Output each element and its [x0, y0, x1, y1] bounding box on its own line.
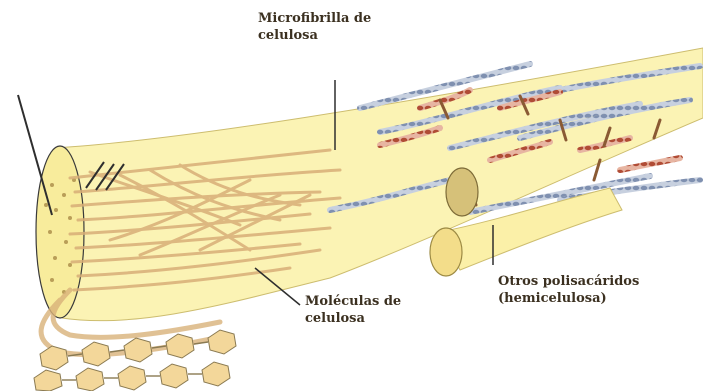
hemicellulose-disc: [446, 168, 478, 216]
label-moleculas-line2: celulosa: [305, 310, 401, 327]
microfibril-cross-section: [36, 146, 84, 318]
hexagon-chain-2: [34, 362, 230, 391]
label-otros-line1: Otros polisacáridos: [498, 273, 639, 290]
label-microfibrilla: Microfibrilla de celulosa: [258, 10, 371, 44]
label-microfibrilla-line1: Microfibrilla de: [258, 10, 371, 27]
label-moleculas: Moléculas de celulosa: [305, 293, 401, 327]
label-otros-line2: (hemicelulosa): [498, 290, 639, 307]
label-moleculas-line1: Moléculas de: [305, 293, 401, 310]
branch-cross-section: [430, 228, 462, 276]
label-otros-polisacaridos: Otros polisacáridos (hemicelulosa): [498, 273, 639, 307]
label-microfibrilla-line2: celulosa: [258, 27, 371, 44]
